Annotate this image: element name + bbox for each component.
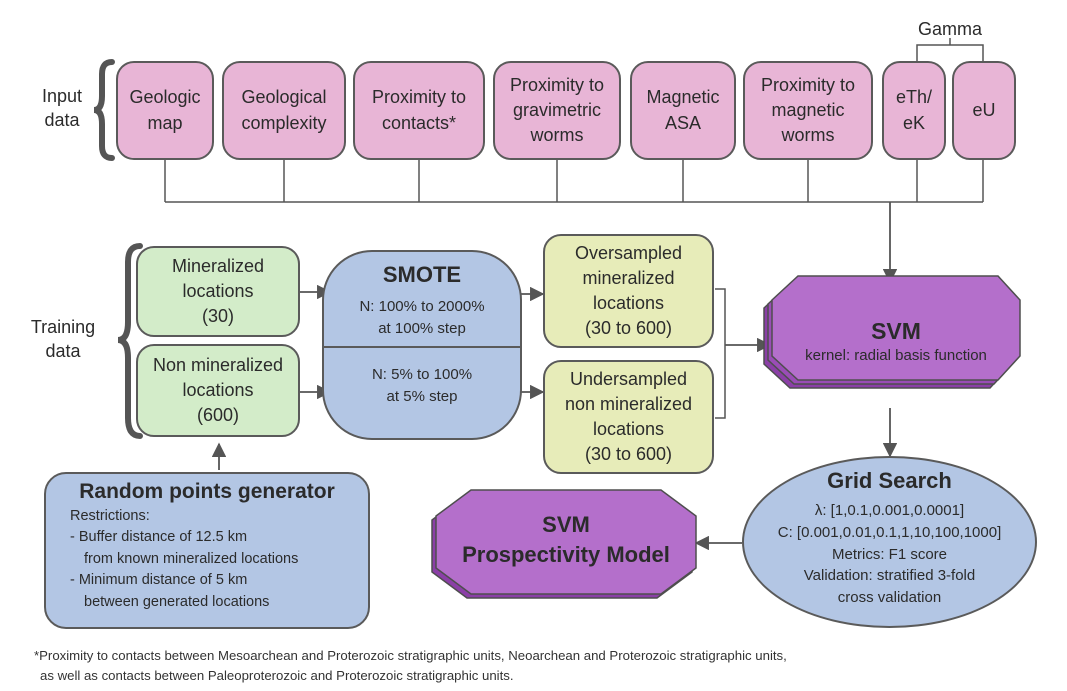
box-line: (30 to 600) (584, 318, 673, 339)
random-points-generator: Random points generator Restrictions: - … (44, 472, 370, 629)
smote-param-line: N: 5% to 100% (371, 366, 473, 383)
input-proximity-contacts: Proximity to contacts* (353, 61, 485, 160)
gamma-bracket (916, 44, 984, 62)
input-eu: eU (952, 61, 1016, 160)
svm-title: SVM (871, 318, 921, 344)
input-line: eK (902, 112, 926, 133)
training-data-label-line: Training (30, 317, 96, 337)
input-curly-brace (93, 59, 115, 161)
input-proximity-gravimetric-worms: Proximity to gravimetric worms (493, 61, 621, 160)
box-line: locations (182, 280, 254, 301)
box-line: (600) (196, 405, 240, 426)
training-data-label-line: data (45, 341, 81, 362)
input-geological-complexity: Geological complexity (222, 61, 346, 160)
input-line: Geological (241, 87, 327, 108)
smote-param-line: N: 100% to 2000% (359, 298, 485, 315)
grid-search-line: cross validation (837, 589, 942, 606)
input-line: worms (530, 125, 584, 146)
input-line: map (147, 112, 183, 133)
restriction-line: - Buffer distance of 12.5 km (70, 529, 248, 546)
non-mineralized-locations: Non mineralized locations (600) (136, 344, 300, 437)
smote-divider (324, 346, 520, 348)
box-line: locations (592, 293, 665, 313)
sampled-merge-bracket (715, 288, 726, 419)
input-line: magnetic (771, 99, 845, 120)
input-data-label-line: data (44, 110, 80, 131)
footnote: *Proximity to contacts between Mesoarche… (34, 646, 1054, 686)
grid-search-line: Validation: stratified 3-fold (803, 567, 976, 585)
input-geologic-map: Geologic map (116, 61, 214, 160)
random-points-title: Random points generator (79, 480, 335, 503)
training-curly-brace (117, 243, 143, 439)
grid-search-line: Metrics: F1 score (831, 545, 948, 563)
training-data-label: Training data (20, 315, 106, 364)
oversampled-mineralized-locations: Oversampled mineralized locations (30 to 60… (543, 234, 714, 348)
grid-search-line: C: [0.001,0.01,0.1,1,10,100,1000] (777, 523, 1002, 541)
input-line: worms (781, 125, 835, 146)
box-line: mineralized (582, 267, 675, 288)
box-line: locations (592, 419, 665, 439)
input-line: eU (972, 99, 996, 120)
input-collector-lines (164, 160, 984, 203)
box-line: Oversampled (574, 242, 683, 263)
gamma-label: Gamma (917, 19, 982, 39)
svm-hexagon (771, 275, 1021, 381)
undersampled-non-mineralized-locations: Undersampled non mineralized locations (30 … (543, 360, 714, 474)
footnote-line: *Proximity to contacts between Mesoarche… (34, 648, 787, 663)
smote-box: SMOTE N: 100% to 2000% at 100% step N: 5… (322, 250, 522, 440)
input-line: Geologic (129, 87, 201, 108)
smote-title: SMOTE (382, 262, 462, 287)
box-line: Mineralized (171, 255, 265, 276)
input-line: complexity (241, 112, 327, 133)
model-line: Prospectivity Model (462, 541, 670, 567)
input-line: ASA (664, 112, 701, 133)
input-eth-ek: eTh/eK (882, 61, 946, 160)
input-line: Proximity to (760, 74, 856, 95)
restriction-line: Restrictions: (70, 508, 150, 524)
input-data-label-line: Input (41, 86, 83, 106)
input-line: contacts* (381, 112, 457, 133)
box-line: Undersampled (569, 368, 688, 389)
svm-subtitle: kernel: radial basis function (805, 347, 987, 364)
smote-param-line: at 100% step (378, 319, 466, 337)
grid-search-params: λ: [1,0.1,0.001,0.0001] C: [0.001,0.01,0… (744, 500, 1035, 609)
footnote-line: as well as contacts between Paleoprotero… (40, 667, 514, 683)
input-data-label: Input data (30, 84, 94, 133)
svm-hexagon-stack (763, 275, 1021, 389)
input-line: gravimetric (512, 99, 601, 120)
grid-search-line: λ: [1,0.1,0.001,0.0001] (814, 502, 965, 519)
svm-label: SVM kernel: radial basis function (772, 318, 1020, 364)
restriction-line: - Minimum distance of 5 km (70, 572, 248, 589)
box-line: locations (182, 379, 254, 400)
restriction-line: between generated locations (84, 593, 270, 610)
grid-search-box: Grid Search λ: [1,0.1,0.001,0.0001] C: [… (742, 456, 1037, 628)
input-line: Magnetic (646, 87, 720, 108)
smote-top-params: N: 100% to 2000% at 100% step (324, 296, 520, 340)
model-hexagon (435, 489, 697, 595)
smote-param-line: at 5% step (386, 387, 458, 405)
box-line: (30 to 600) (584, 444, 673, 465)
smote-bottom-params: N: 5% to 100% at 5% step (324, 364, 520, 408)
random-points-restrictions: Restrictions: - Buffer distance of 12.5 … (46, 506, 368, 613)
mineralized-locations: Mineralized locations (30) (136, 246, 300, 337)
prospectivity-model-label: SVM Prospectivity Model (436, 510, 696, 569)
model-line: SVM (542, 512, 590, 537)
box-line: non mineralized (564, 393, 693, 414)
grid-search-title: Grid Search (827, 468, 952, 493)
restriction-line: from known mineralized locations (84, 550, 299, 567)
input-line: Proximity to (371, 87, 467, 108)
box-line: (30) (201, 306, 234, 327)
model-hexagon-stack (431, 489, 697, 599)
input-proximity-magnetic-worms: Proximity to magnetic worms (743, 61, 873, 160)
box-line: Non mineralized (152, 354, 284, 375)
input-line: Proximity to (509, 74, 605, 95)
input-line: eTh/ (895, 87, 933, 108)
